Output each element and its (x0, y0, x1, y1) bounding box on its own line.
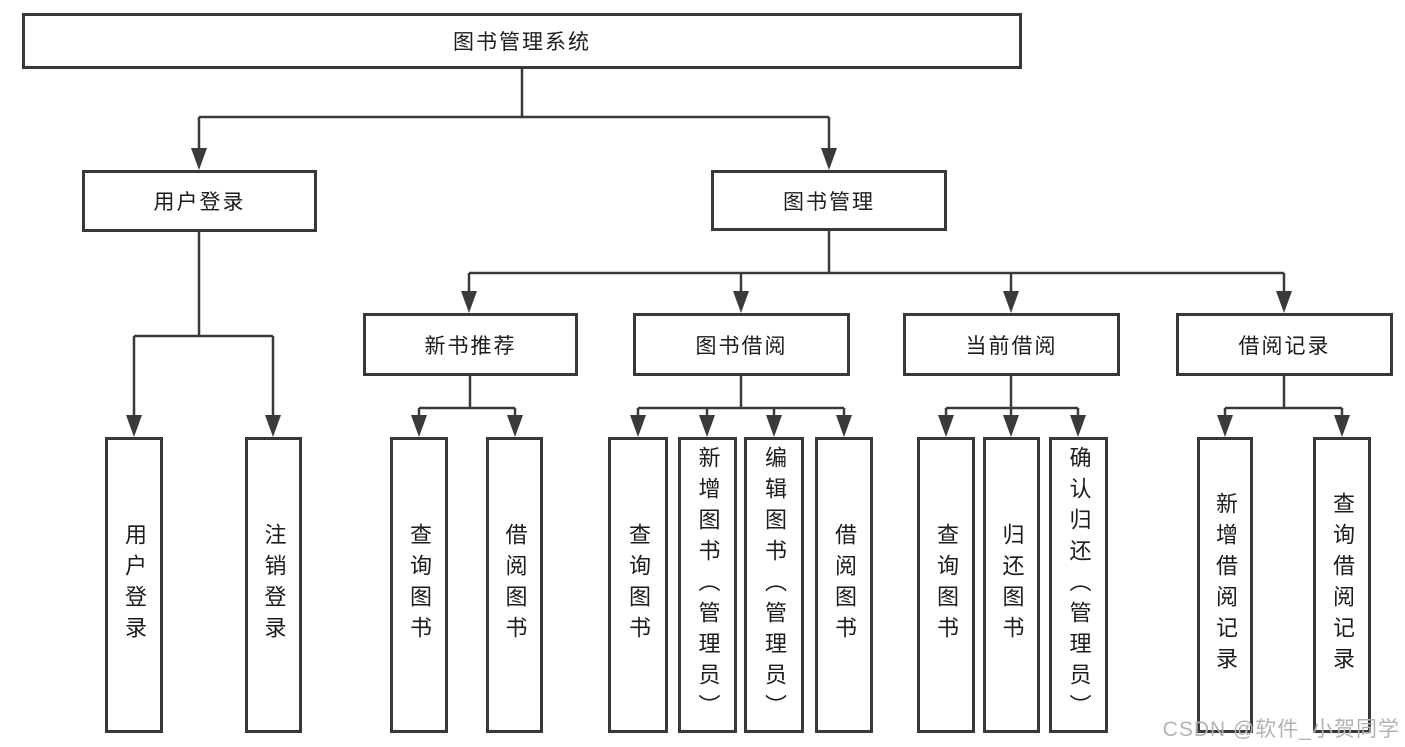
csdn-watermark: CSDN @软件_小贺同学 (1162, 718, 1400, 741)
leaf-logout: 注销登录 (245, 437, 302, 733)
leaf-records-add-borrow-record: 新增借阅记录 (1197, 437, 1253, 733)
leaf-borrowing-borrow-books: 借阅图书 (815, 437, 873, 733)
arrowhead-current-borrowing (1003, 291, 1019, 313)
node-root: 图书管理系统 (22, 13, 1022, 69)
connector-current-borrowing-children (944, 376, 1080, 417)
arrowhead-leaf-rec-query-record (1334, 415, 1350, 437)
leaf-records-query-borrow-record: 查询借阅记录 (1313, 437, 1371, 733)
leaf-current-confirm-return-admin: 确认归还（管理员） (1049, 437, 1108, 733)
node-borrow-records: 借阅记录 (1176, 313, 1393, 376)
connector-root-to-level2 (197, 69, 831, 150)
leaf-borrowing-edit-books-admin: 编辑图书（管理员） (744, 437, 804, 733)
arrowhead-leaf-user-login (126, 415, 142, 437)
leaf-recommend-borrow-books: 借阅图书 (486, 437, 543, 733)
leaf-borrowing-query-books: 查询图书 (608, 437, 668, 733)
arrowhead-leaf-bor-add (699, 415, 715, 437)
leaf-current-query-books: 查询图书 (917, 437, 975, 733)
arrowhead-leaf-rec-borrow (507, 415, 523, 437)
leaf-current-return-books: 归还图书 (983, 437, 1040, 733)
arrowhead-leaf-cur-return (1003, 415, 1019, 437)
node-new-book-recommend: 新书推荐 (363, 313, 578, 376)
connector-borrow-records-children (1223, 376, 1344, 417)
arrowhead-leaf-bor-borrow (836, 415, 852, 437)
node-user-login: 用户登录 (82, 170, 317, 232)
node-book-borrowing: 图书借阅 (633, 313, 850, 376)
connector-new-book-recommend-children (417, 376, 517, 417)
leaf-user-login: 用户登录 (105, 437, 163, 733)
arrowhead-leaf-rec-add-record (1217, 415, 1233, 437)
arrowhead-borrow-records (1276, 291, 1292, 313)
leaf-borrowing-add-books-admin: 新增图书（管理员） (678, 437, 737, 733)
arrowhead-book-borrowing (733, 291, 749, 313)
arrowhead-new-book-recommend (461, 291, 477, 313)
leaf-recommend-query-books: 查询图书 (390, 437, 448, 733)
arrowhead-leaf-rec-query (411, 415, 427, 437)
arrowhead-leaf-cur-query (938, 415, 954, 437)
node-current-borrowing: 当前借阅 (903, 313, 1120, 376)
arrowhead-user-login (191, 148, 207, 170)
connector-book-management-to-level3 (467, 231, 1286, 293)
connector-user-login-children (132, 232, 275, 417)
arrowhead-leaf-logout (265, 415, 281, 437)
node-book-management: 图书管理 (711, 170, 947, 231)
arrowhead-leaf-bor-edit (766, 415, 782, 437)
arrowhead-leaf-bor-query (630, 415, 646, 437)
arrowhead-leaf-cur-confirm (1070, 415, 1086, 437)
arrowhead-book-management (821, 148, 837, 170)
connector-book-borrowing-children (636, 376, 846, 417)
